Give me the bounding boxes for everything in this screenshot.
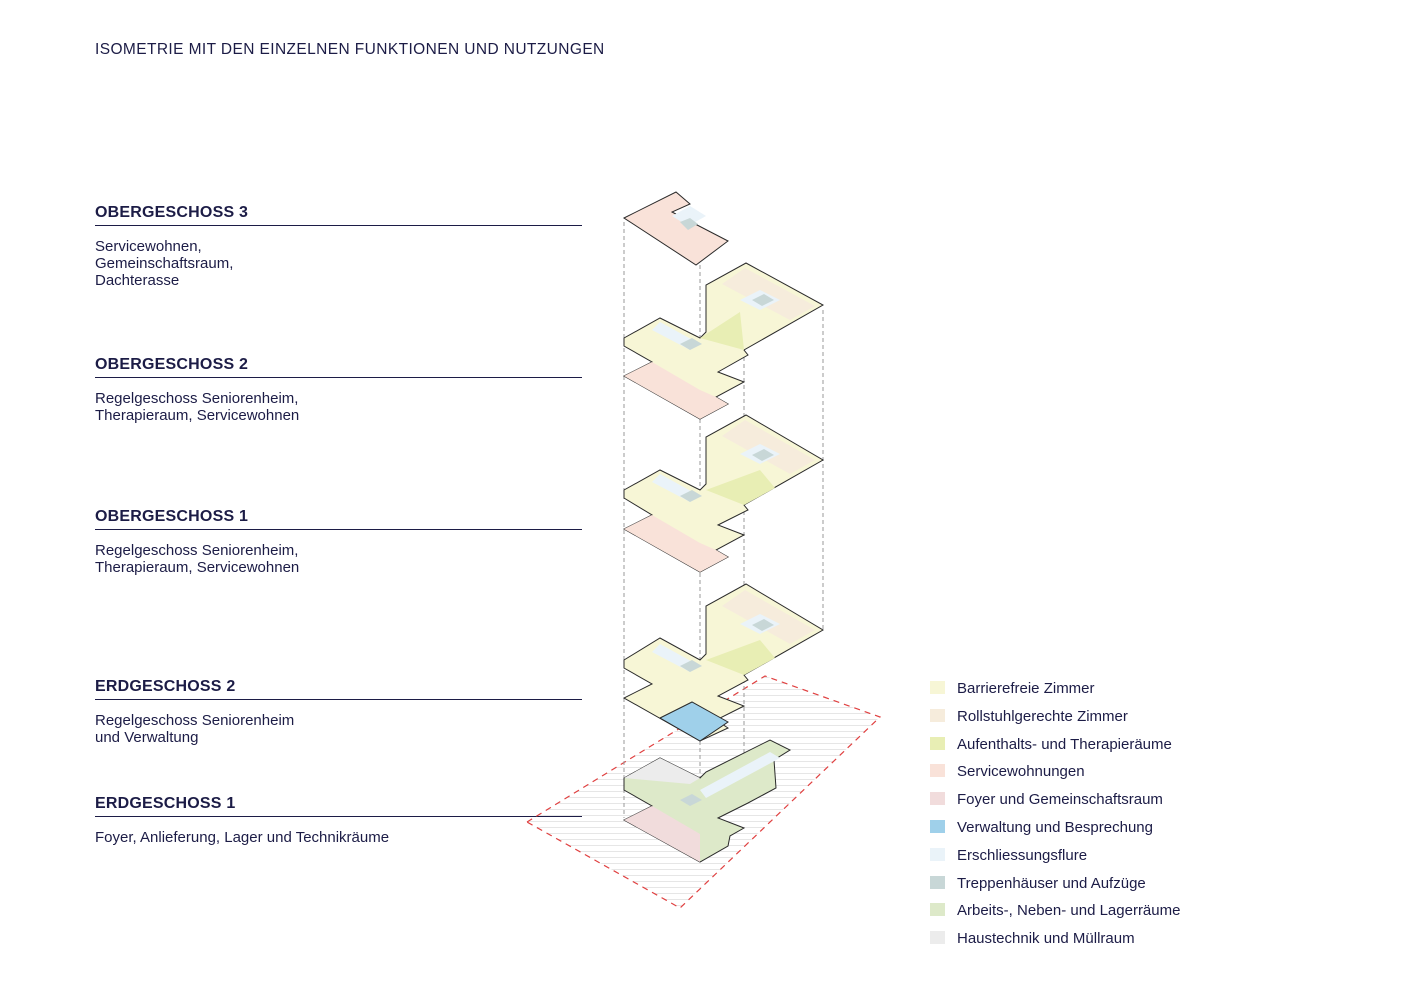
legend-label: Foyer und Gemeinschaftsraum xyxy=(957,791,1163,809)
floor-name: ERDGESCHOSS 2 xyxy=(95,678,582,700)
page-title: ISOMETRIE MIT DEN EINZELNEN FUNKTIONEN U… xyxy=(95,41,605,58)
floor-name: ERDGESCHOSS 1 xyxy=(95,795,582,817)
legend-swatch xyxy=(930,875,945,889)
floor-plan-eg1 xyxy=(622,739,792,863)
legend-label: Rollstuhlgerechte Zimmer xyxy=(957,707,1128,725)
floor-name: OBERGESCHOSS 1 xyxy=(95,508,582,530)
legend-label: Treppenhäuser und Aufzüge xyxy=(957,874,1146,892)
legend-swatch xyxy=(930,903,945,917)
legend-swatch xyxy=(930,931,945,945)
floor-plan-og1 xyxy=(622,414,825,573)
floor-name: OBERGESCHOSS 2 xyxy=(95,356,582,378)
legend-label: Barrierefreie Zimmer xyxy=(957,680,1095,697)
floor-label-eg1: ERDGESCHOSS 1 Foyer, Anlieferung, Lager … xyxy=(95,795,582,846)
legend-label: Arbeits-, Neben- und Lagerräume xyxy=(957,902,1181,920)
legend-swatch xyxy=(930,736,945,750)
floor-label-og2: OBERGESCHOSS 2 Regelgeschoss Seniorenhei… xyxy=(95,356,582,424)
floor-plan-og2 xyxy=(622,262,825,420)
legend-label: Haustechnik und Müllraum xyxy=(957,930,1135,948)
floor-label-og3: OBERGESCHOSS 3 Servicewohnen, Gemeinscha… xyxy=(95,204,582,289)
legend-label: Erschliessungsflure xyxy=(957,846,1088,864)
legend-swatch xyxy=(930,819,945,833)
floor-plan-eg2 xyxy=(622,583,824,742)
floor-plan-og3 xyxy=(622,191,729,266)
legend-label: Aufenthalts- und Therapieräume xyxy=(957,735,1172,753)
legend-swatch xyxy=(930,681,945,694)
floor-description: Servicewohnen, Gemeinschaftsraum, Dachte… xyxy=(95,238,234,289)
floor-description: Regelgeschoss Seniorenheim, Therapieraum… xyxy=(95,390,300,424)
floor-label-eg2: ERDGESCHOSS 2 Regelgeschoss Seniorenheim… xyxy=(95,678,582,746)
legend-swatch xyxy=(930,764,945,778)
floor-label-og1: OBERGESCHOSS 1 Regelgeschoss Seniorenhei… xyxy=(95,508,582,576)
floor-description: Regelgeschoss Seniorenheim und Verwaltun… xyxy=(95,712,295,746)
legend-label: Verwaltung und Besprechung xyxy=(957,818,1153,836)
legend-label: Servicewohnungen xyxy=(957,763,1085,781)
legend-swatch xyxy=(930,708,945,722)
floor-description: Regelgeschoss Seniorenheim, Therapieraum… xyxy=(95,542,300,576)
legend-swatch xyxy=(930,792,945,806)
floor-description: Foyer, Anlieferung, Lager und Technikräu… xyxy=(95,829,390,846)
legend-swatch xyxy=(930,847,945,861)
floor-name: OBERGESCHOSS 3 xyxy=(95,204,582,226)
